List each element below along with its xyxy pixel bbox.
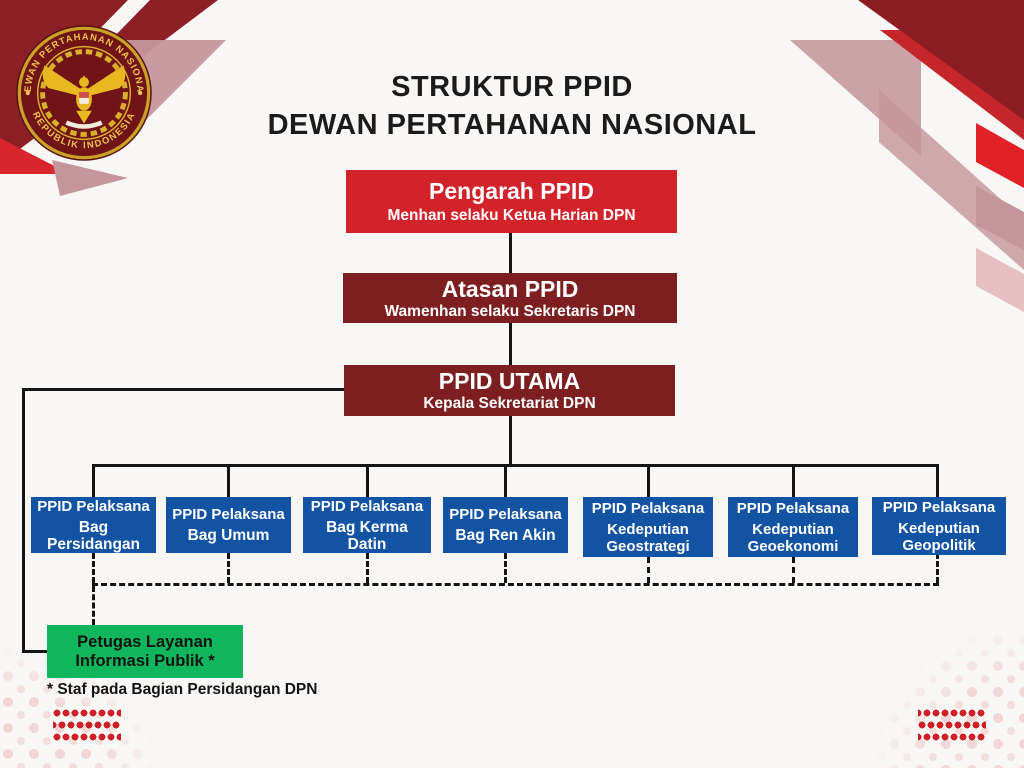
utama-title: PPID UTAMA <box>438 368 581 394</box>
org-node-atasan: Atasan PPID Wamenhan selaku Sekretaris D… <box>343 273 677 323</box>
pelaksana-3-line2: Bag Kerma Datin <box>326 518 408 553</box>
decor-topright-pink-chevron <box>976 248 1024 312</box>
org-node-pelaksana-persidangan: PPID Pelaksana Bag Persidangan <box>31 497 156 553</box>
connector-stub-3 <box>366 466 369 497</box>
pelaksana-1-line1: PPID Pelaksana <box>37 497 150 515</box>
dashed-stub-7 <box>936 553 939 583</box>
atasan-subtitle: Wamenhan selaku Sekretaris DPN <box>384 302 636 320</box>
dashed-stub-4 <box>504 553 507 583</box>
connector-stub-5 <box>647 466 650 497</box>
org-node-utama: PPID UTAMA Kepala Sekretariat DPN <box>344 365 675 416</box>
connector-left-vertical <box>22 388 25 653</box>
emblem-left-dot <box>25 90 30 96</box>
dashed-stub-5 <box>647 557 650 583</box>
dashed-stub-2 <box>227 553 230 583</box>
petugas-line1: Petugas Layanan <box>77 632 213 651</box>
org-node-petugas-layanan: Petugas Layanan Informasi Publik * <box>47 625 243 678</box>
connector-stub-7 <box>936 466 939 497</box>
org-node-pelaksana-kerma-datin: PPID Pelaksana Bag Kerma Datin <box>303 497 431 553</box>
decor-dotblock-right <box>918 709 986 743</box>
pelaksana-7-line1: PPID Pelaksana <box>882 498 996 516</box>
connector-stub-4 <box>504 466 507 497</box>
dashed-stub-3 <box>366 553 369 583</box>
org-node-pelaksana-geopolitik: PPID Pelaksana Kedeputian Geopolitik <box>872 497 1006 555</box>
pelaksana-5-line1: PPID Pelaksana <box>591 499 705 517</box>
connector-atasan-utama <box>509 322 512 365</box>
org-node-pengarah: Pengarah PPID Menhan selaku Ketua Harian… <box>346 170 677 233</box>
connector-stub-1 <box>92 466 95 497</box>
page-title-line1: STRUKTUR PPID <box>391 71 633 103</box>
connector-utama-left-horizontal <box>22 388 346 391</box>
emblem-right-dot <box>138 90 143 96</box>
pelaksana-6-line1: PPID Pelaksana <box>736 499 850 517</box>
connector-bus-horizontal <box>92 464 939 467</box>
dashed-bus-horizontal <box>92 583 939 586</box>
org-node-pelaksana-geostrategi: PPID Pelaksana Kedeputian Geostrategi <box>583 497 713 557</box>
pelaksana-6-line2: Kedeputian Geoekonomi <box>747 520 839 555</box>
pelaksana-3-line1: PPID Pelaksana <box>310 497 424 515</box>
connector-utama-bus <box>509 415 512 466</box>
utama-subtitle: Kepala Sekretariat DPN <box>423 395 596 412</box>
org-node-pelaksana-umum: PPID Pelaksana Bag Umum <box>166 497 291 553</box>
connector-into-petugas <box>22 650 48 653</box>
pelaksana-4-line1: PPID Pelaksana <box>449 506 562 523</box>
pelaksana-4-line2: Bag Ren Akin <box>455 527 556 544</box>
dpn-garuda-emblem: DEWAN PERTAHANAN NASIONAL REPUBLIK INDON… <box>15 24 152 161</box>
connector-stub-6 <box>792 466 795 497</box>
dashed-stub-6 <box>792 557 795 583</box>
pelaksana-1-line2: Bag Persidangan <box>46 518 141 553</box>
pelaksana-5-line2: Kedeputian Geostrategi <box>606 520 690 555</box>
connector-stub-2 <box>227 466 230 497</box>
decor-dotblock-left <box>53 709 121 743</box>
org-node-pelaksana-geoekonomi: PPID Pelaksana Kedeputian Geoekonomi <box>728 497 858 557</box>
pelaksana-2-line1: PPID Pelaksana <box>172 506 285 523</box>
dashed-stub-1 <box>92 553 95 583</box>
page-title-line2: DEWAN PERTAHANAN NASIONAL <box>267 109 757 141</box>
org-node-pelaksana-ren-akin: PPID Pelaksana Bag Ren Akin <box>443 497 568 553</box>
page-title: STRUKTUR PPID DEWAN PERTAHANAN NASIONAL <box>0 68 1024 144</box>
pelaksana-2-line2: Bag Umum <box>187 527 270 544</box>
garuda-ribbon <box>65 120 103 129</box>
footnote: * Staf pada Bagian Persidangan DPN <box>47 681 318 698</box>
dashed-drop-petugas <box>92 586 95 625</box>
pengarah-subtitle: Menhan selaku Ketua Harian DPN <box>387 207 636 224</box>
pengarah-title: Pengarah PPID <box>429 178 594 204</box>
connector-pengarah-atasan <box>509 232 512 273</box>
atasan-title: Atasan PPID <box>441 275 579 302</box>
petugas-line2: Informasi Publik * <box>75 651 215 670</box>
pelaksana-7-line2: Kedeputian Geopolitik <box>898 519 980 554</box>
garuda-shield-icon <box>79 92 89 104</box>
